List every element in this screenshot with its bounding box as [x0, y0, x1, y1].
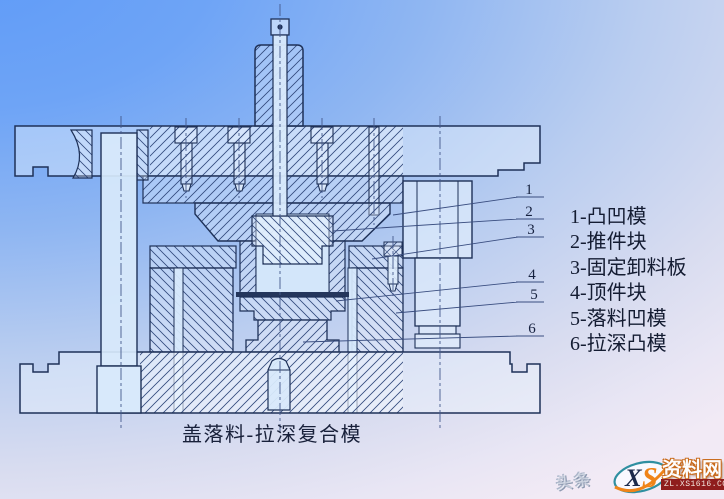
- callouts: [302, 196, 544, 343]
- legend-item-4: 4-顶件块: [570, 282, 647, 305]
- leader-3: [371, 236, 544, 260]
- logo-swoosh: [614, 466, 669, 493]
- callout-number-6: 6: [528, 321, 536, 337]
- legend-item-1: 1-凸凹模: [570, 206, 647, 228]
- leader-2: [332, 218, 544, 232]
- legend-item-6: 6-拉深凸模: [570, 333, 667, 356]
- xs-logo: X S: [613, 460, 669, 494]
- watermark-site-url: ZL.XS1616.COM: [661, 479, 724, 490]
- stripper-bolt: [383, 241, 403, 292]
- center-lines: [120, 4, 441, 432]
- watermark-handle: 头条: [555, 471, 594, 494]
- pusher-block-2: [251, 215, 334, 265]
- leader-5: [395, 301, 544, 314]
- callout-numbers: 1 2 3 4 5 6: [525, 182, 538, 337]
- figure-caption: 盖落料-拉深复合模: [182, 424, 363, 446]
- right-guide-column: [402, 180, 473, 349]
- drawing-punch-6: [245, 319, 340, 353]
- watermark-site-name: 资料网: [662, 459, 722, 481]
- legend-item-3: 3-固定卸料板: [570, 256, 687, 279]
- workpiece-sheet: [236, 292, 349, 297]
- blanking-die-5: [149, 267, 404, 353]
- callout-number-2: 2: [525, 204, 533, 220]
- leader-4: [335, 281, 544, 302]
- ejector-block-4: [239, 296, 346, 321]
- callout-number-5: 5: [530, 287, 538, 303]
- logo-letter-s: S: [642, 463, 658, 494]
- bottom-ejector-pin: [267, 357, 291, 411]
- guide-pillar-left: [96, 132, 142, 414]
- callout-number-3: 3: [527, 222, 535, 238]
- callout-number-1: 1: [525, 182, 533, 198]
- leader-6: [302, 335, 544, 343]
- legend: 1-凸凹模 2-推件块 3-固定卸料板 4-顶件块 5-落料凹模 6-拉深凸模: [570, 205, 687, 357]
- callout-number-4: 4: [528, 267, 536, 283]
- legend-item-2: 2-推件块: [570, 231, 647, 254]
- logo-letter-x: X: [624, 465, 643, 492]
- legend-item-5: 5-落料凹模: [570, 307, 667, 330]
- leader-1: [392, 196, 544, 216]
